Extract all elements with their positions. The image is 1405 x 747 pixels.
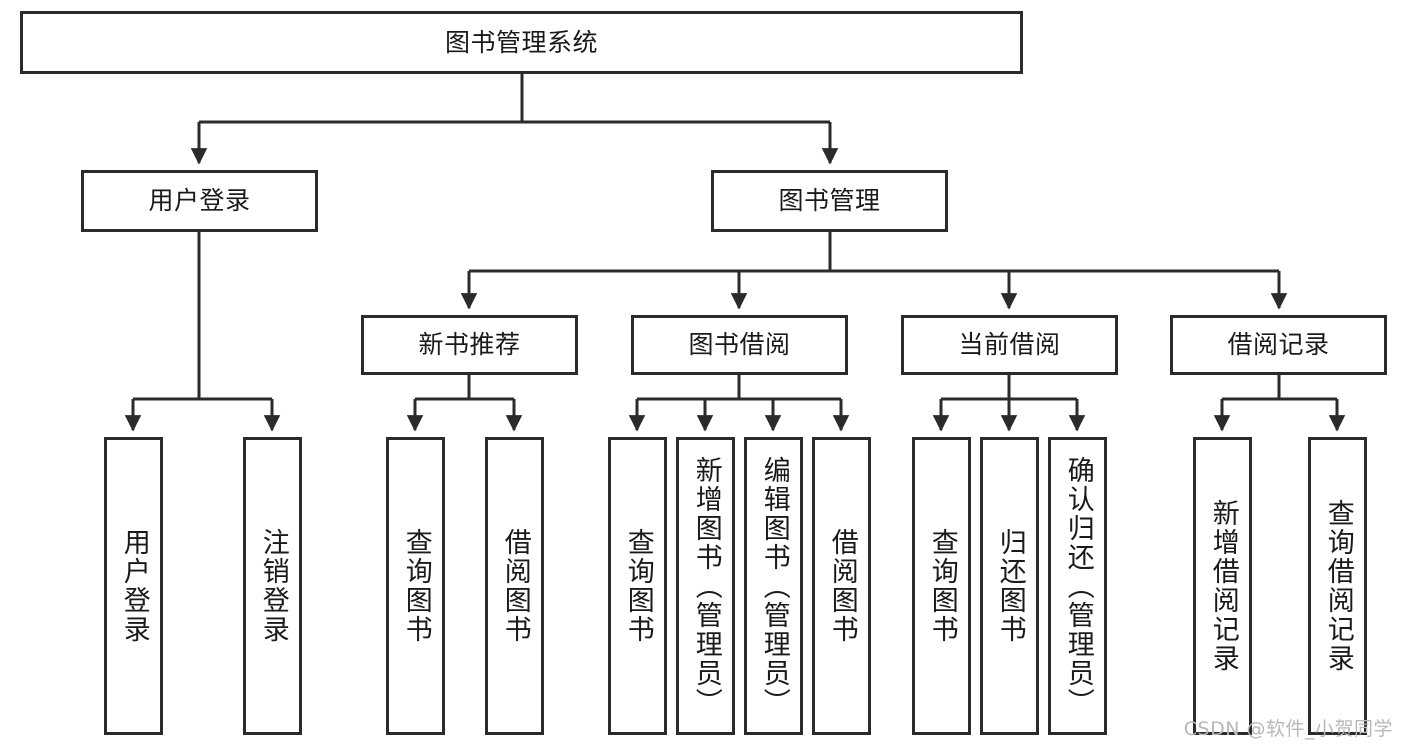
node-root[interactable]: 图书管理系统 xyxy=(20,11,1023,74)
leaf-add-record-label: 新增借阅记录 xyxy=(1207,499,1239,673)
leaf-edit-book[interactable]: 编辑图书（管理员） xyxy=(744,437,803,735)
leaf-confirm-return[interactable]: 确认归还（管理员） xyxy=(1048,437,1107,735)
leaf-user-login[interactable]: 用户登录 xyxy=(104,437,163,735)
leaf-logout-label: 注销登录 xyxy=(257,528,289,644)
leaf-query-book-3-label: 查询图书 xyxy=(926,528,958,644)
leaf-edit-book-label: 编辑图书（管理员） xyxy=(758,455,790,717)
node-root-label: 图书管理系统 xyxy=(444,27,598,57)
leaf-query-book-2[interactable]: 查询图书 xyxy=(608,437,667,735)
leaf-query-book-2-label: 查询图书 xyxy=(622,528,654,644)
leaf-add-book[interactable]: 新增图书（管理员） xyxy=(676,437,735,735)
node-borrow-record-label: 借阅记录 xyxy=(1227,330,1330,359)
node-user-login-label: 用户登录 xyxy=(148,186,251,215)
node-book-manage-label: 图书管理 xyxy=(778,186,881,215)
node-new-book-rec-label: 新书推荐 xyxy=(418,330,521,359)
node-borrow-record[interactable]: 借阅记录 xyxy=(1170,315,1387,375)
watermark-text: CSDN @软件_小贺同学 xyxy=(1183,718,1393,740)
leaf-query-book-1[interactable]: 查询图书 xyxy=(386,437,445,735)
leaf-confirm-return-label: 确认归还（管理员） xyxy=(1062,455,1094,717)
leaf-borrow-book-2-label: 借阅图书 xyxy=(826,528,858,644)
node-current-borrow-label: 当前借阅 xyxy=(958,330,1061,359)
leaf-add-record[interactable]: 新增借阅记录 xyxy=(1193,437,1252,735)
leaf-query-record-label: 查询借阅记录 xyxy=(1322,499,1354,673)
leaf-return-book-label: 归还图书 xyxy=(994,528,1026,644)
leaf-logout[interactable]: 注销登录 xyxy=(243,437,302,735)
leaf-user-login-label: 用户登录 xyxy=(118,528,150,644)
node-book-manage[interactable]: 图书管理 xyxy=(711,170,948,232)
leaf-query-book-1-label: 查询图书 xyxy=(400,528,432,644)
leaf-query-record[interactable]: 查询借阅记录 xyxy=(1308,437,1367,735)
node-book-borrow[interactable]: 图书借阅 xyxy=(631,315,848,375)
node-current-borrow[interactable]: 当前借阅 xyxy=(901,315,1118,375)
node-user-login[interactable]: 用户登录 xyxy=(81,170,318,232)
leaf-add-book-label: 新增图书（管理员） xyxy=(690,455,722,717)
leaf-borrow-book-1[interactable]: 借阅图书 xyxy=(485,437,544,735)
leaf-return-book[interactable]: 归还图书 xyxy=(980,437,1039,735)
leaf-borrow-book-1-label: 借阅图书 xyxy=(499,528,531,644)
leaf-query-book-3[interactable]: 查询图书 xyxy=(912,437,971,735)
leaf-borrow-book-2[interactable]: 借阅图书 xyxy=(812,437,871,735)
node-new-book-rec[interactable]: 新书推荐 xyxy=(361,315,578,375)
node-book-borrow-label: 图书借阅 xyxy=(688,330,791,359)
